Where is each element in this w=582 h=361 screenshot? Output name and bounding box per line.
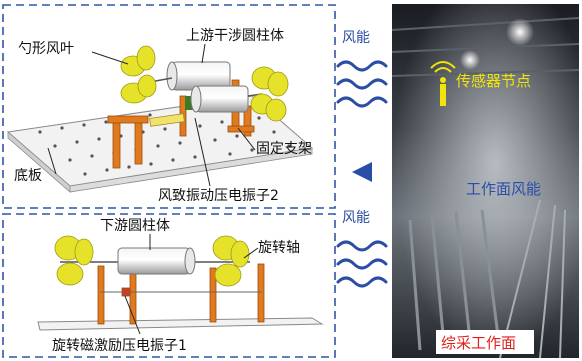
label-sensor-node: 传感器节点 [456, 72, 531, 90]
label-fixed-bracket: 固定支架 [256, 141, 312, 157]
lower-blade-3 [56, 262, 84, 286]
spoon-blade-8 [265, 98, 287, 122]
lower-base-plate [37, 317, 324, 331]
lower-panel: 下游圆柱体 旋转轴 旋转磁激励压电振子1 [2, 213, 336, 358]
label-wind-piezo-vibrator: 风致振动压电振子2 [158, 188, 279, 204]
lower-support-3 [209, 267, 217, 323]
lower-support-4 [257, 263, 265, 323]
label-rotating-shaft: 旋转轴 [258, 240, 300, 256]
upper-panel: 上游干涉圆柱体 勺形风叶 固定支架 底板 风致振动压电振子2 [2, 4, 336, 209]
lower-blade-6 [214, 263, 242, 287]
photo-fog [392, 4, 579, 358]
label-magnetic-piezo-vibrator: 旋转磁激励压电振子1 [52, 337, 187, 354]
caption-box [436, 330, 534, 354]
spoon-blade-6 [267, 71, 289, 97]
lower-blade-5 [230, 240, 250, 268]
magnet-block [185, 96, 193, 110]
fixed-bracket-1 [112, 121, 121, 169]
wind-wave-lower-icon [336, 240, 388, 288]
label-base-plate: 底板 [14, 168, 42, 184]
label-spoon-blade: 勺形风叶 [18, 41, 74, 57]
label-downstream-cylinder: 下游圆柱体 [100, 218, 170, 234]
fixed-bracket-2 [134, 117, 143, 165]
spoon-blade-2 [136, 45, 156, 71]
label-caption: 综采工作面 [441, 334, 516, 352]
lower-blade-2 [74, 238, 94, 266]
spoon-blade-group [120, 45, 289, 122]
lamp-light-1 [506, 18, 534, 46]
label-wind-upper: 风能 [342, 30, 370, 46]
wind-lower: 风能 [336, 210, 388, 288]
mine-photo: 传感器节点 工作面风能 综采工作面 [391, 4, 580, 359]
wind-wave-upper-icon [336, 60, 388, 108]
label-upstream-cylinder: 上游干涉圆柱体 [186, 28, 284, 44]
wind-upper: 风能 [336, 30, 388, 108]
label-wind-lower: 风能 [342, 210, 370, 226]
downstream-cylinder [117, 247, 196, 275]
piezo-vibrator-2 [149, 113, 185, 127]
sensor-node-icon [430, 61, 456, 106]
arrow-left-icon [352, 162, 372, 182]
label-face-wind: 工作面风能 [466, 180, 541, 198]
lower-support-1 [97, 265, 105, 325]
lower-panel-border [2, 213, 336, 358]
downstream-cylinder-upper [190, 85, 249, 113]
photo-hydraulic-supports [408, 209, 500, 351]
upper-panel-border [2, 4, 336, 209]
upstream-cylinder [166, 61, 231, 91]
fixed-bracket-crossbar [107, 115, 149, 124]
lower-blade-group [54, 235, 250, 287]
spoon-blade-4 [137, 74, 157, 98]
lower-leader-lines [124, 234, 259, 335]
photo-roof-beams [391, 17, 580, 77]
upper-leader-lines [47, 43, 256, 187]
lamp-light-2 [460, 50, 480, 70]
